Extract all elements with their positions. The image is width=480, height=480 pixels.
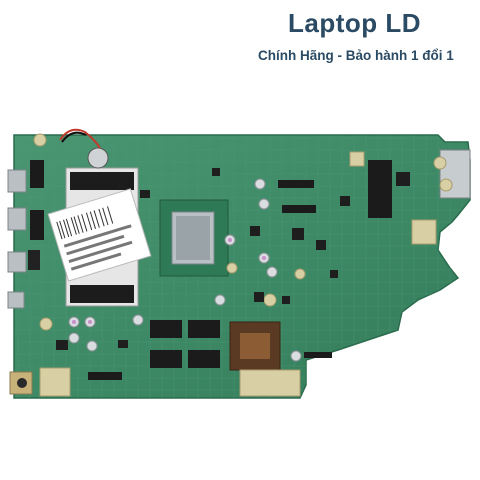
smd-components bbox=[56, 168, 410, 350]
cpu bbox=[159, 199, 229, 277]
m2-slot bbox=[368, 160, 392, 218]
brand-title: Laptop LD bbox=[288, 8, 422, 38]
cmos-battery bbox=[87, 147, 109, 169]
gpu-chip bbox=[229, 321, 281, 371]
vram-chips bbox=[150, 320, 220, 368]
capacitors bbox=[68, 178, 302, 362]
left-ports bbox=[7, 169, 33, 395]
barcode-sticker bbox=[47, 188, 152, 282]
brand-subtitle: Chính Hãng - Bảo hành 1 đổi 1 bbox=[258, 48, 454, 63]
